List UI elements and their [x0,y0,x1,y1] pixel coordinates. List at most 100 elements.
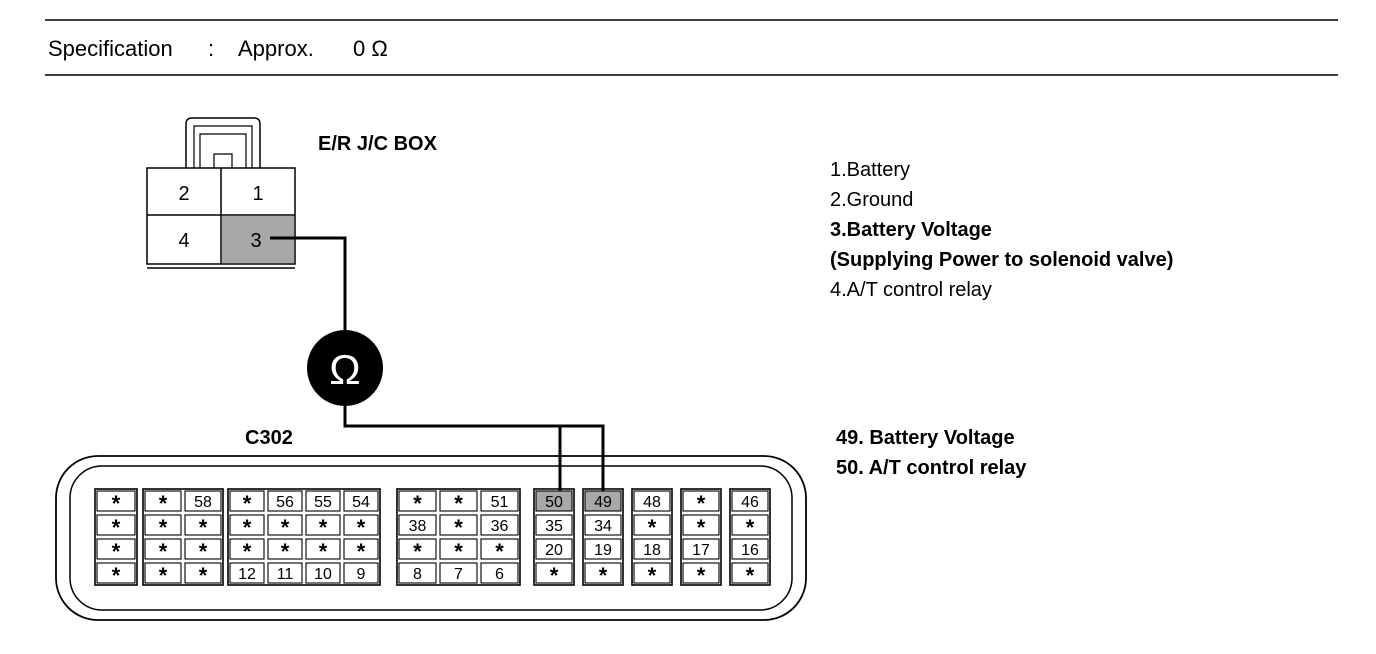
connector-pin-cell [731,538,769,560]
connector-pin-block [396,488,521,586]
connector-pin-label: 38 [409,518,427,535]
connector-housing-outer [55,455,807,621]
connector-pin-label: 20 [545,542,563,559]
jc-pin-4: 4 [178,230,189,252]
connector-pin-cell [535,562,573,584]
connector-name: C302 [245,427,293,449]
connector-pin-cell [96,538,136,560]
connector-pin-cell [731,562,769,584]
connector-pin-cell [731,490,769,512]
connector-pin-block [582,488,624,586]
jc-legend-item: (Supplying Power to solenoid valve) [830,249,1173,271]
connector-pin-label: * [599,563,608,588]
probe-wire-upper [270,236,347,338]
connector-pin-cell [305,490,341,512]
connector-pin-label: 56 [276,494,294,511]
connector-pin-block [680,488,722,586]
connector-pin-label: * [199,539,208,564]
connector-pin-cell [96,562,136,584]
connector-pin-cell [398,538,437,560]
connector-pin-block [142,488,224,586]
connector-pin-label: * [454,491,463,516]
jc-box-connector: 2 1 4 3 [146,117,296,269]
connector-pin-cell [184,538,222,560]
connector-pin-label: 55 [314,494,332,511]
connector-pin-cell [584,514,622,536]
connector-pin-label: * [243,491,252,516]
connector-pin-cell [633,562,671,584]
connector-pin-cell [229,514,265,536]
connector-pin-label: 19 [594,542,612,559]
connector-pin-label: * [199,563,208,588]
connector-pin-label: * [648,563,657,588]
connector-pin-label: * [112,515,121,540]
connector-pin-label: * [319,539,328,564]
connector-pin-label: 54 [352,494,370,511]
connector-pin-label: * [413,491,422,516]
connector-pin-cell [535,514,573,536]
connector-pin-label: * [159,515,168,540]
connector-pin-cell [267,562,303,584]
connector-pin-cell [480,514,519,536]
connector-pin-label: * [454,515,463,540]
connector-pin-highlight [584,490,622,512]
connector-pin-label: 9 [357,566,366,583]
connector-pin-label: * [159,563,168,588]
jc-box-latch-inner [193,125,253,168]
connector-pin-cell [305,514,341,536]
connector-pin-block [729,488,771,586]
connector-pin-cell [343,490,379,512]
connector-pin-label: 36 [491,518,509,535]
connector-housing-inner [69,465,793,611]
connector-pin-label: 50 [545,494,563,511]
connector-pin-cell [267,490,303,512]
connector-pin-cell [184,490,222,512]
jc-box-latch [185,117,261,168]
connector-pin-label: 48 [643,494,661,511]
connector-pin-cell [633,490,671,512]
connector-pin-cell [343,514,379,536]
connector-pin-label: 34 [594,518,612,535]
connector-pin-cell [343,538,379,560]
connector-pin-cell [229,490,265,512]
connector-pin-cell [96,514,136,536]
connector-pin-cell [584,562,622,584]
connector-pin-cell [184,562,222,584]
connector-pin-label: * [648,515,657,540]
connector-legend-item: 50. A/T control relay [836,457,1027,479]
jc-legend-item: 3.Battery Voltage [830,219,992,241]
connector-pin-label: * [281,515,290,540]
connector-pin-label: * [495,539,504,564]
connector-pin-cell [439,562,478,584]
connector-pin-cell [305,538,341,560]
connector-pin-label: * [319,515,328,540]
connector-pin-cell [267,538,303,560]
connector-pin-block [227,488,381,586]
spec-unit: 0 Ω [353,36,388,61]
connector-pin-label: 46 [741,494,759,511]
connector-pin-cell [184,514,222,536]
jc-pin-2: 2 [178,183,189,205]
connector-pin-cell [682,490,720,512]
jc-pin-3: 3 [250,230,261,252]
connector-pin-cell [144,562,182,584]
connector-pin-cell [398,514,437,536]
connector-pin-cell [480,490,519,512]
connector-pin-label: 11 [277,566,294,583]
connector-pin-block [631,488,673,586]
jc-legend-item: 4.A/T control relay [830,279,992,301]
connector-pin-label: * [112,539,121,564]
spec-value: Approx. [238,36,314,61]
jc-box-title: E/R J/C BOX [318,133,438,155]
connector-pin-label: * [746,563,755,588]
connector-pin-cell [305,562,341,584]
connector-pin-label: * [550,563,559,588]
connector-pin-label: 51 [491,494,509,511]
connector-pin-label: * [697,491,706,516]
connector-pin-cell [343,562,379,584]
ohmmeter-icon: Ω [307,330,383,406]
connector-pin-label: 8 [413,566,422,583]
connector-pin-cell [682,514,720,536]
